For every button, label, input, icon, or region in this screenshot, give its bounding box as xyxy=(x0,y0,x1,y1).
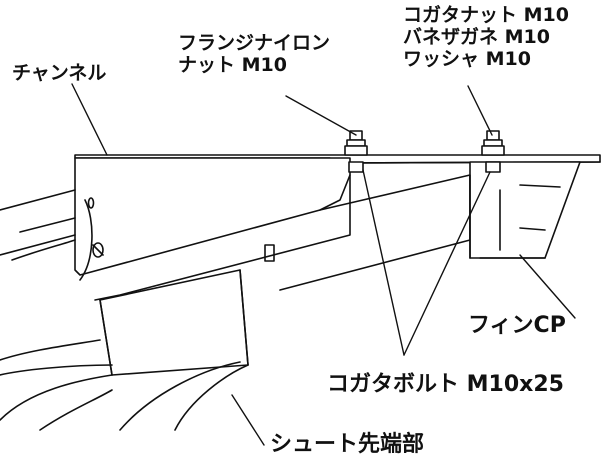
chute-tip-part xyxy=(0,269,249,431)
leader-bolt-2 xyxy=(403,171,491,356)
label-bolt: コガタボルト M10x25 xyxy=(327,372,564,397)
fin-cp-part xyxy=(469,161,581,259)
channel-part xyxy=(74,157,471,301)
leader-bolt-1 xyxy=(362,169,405,356)
label-small-parts: コガタナット M10 バネザガネ M10 ワッシャ M10 xyxy=(403,4,569,70)
leader-small-parts xyxy=(467,85,493,136)
leader-chute-tip xyxy=(231,394,265,446)
leader-lines xyxy=(71,83,576,446)
leader-fin-cp xyxy=(519,254,576,319)
nut-stack-right xyxy=(481,130,505,173)
leader-channel xyxy=(71,83,108,156)
label-flange-nut: フランジナイロン ナット M10 xyxy=(178,32,331,76)
arm-part xyxy=(0,189,76,261)
nut-stack-left xyxy=(344,130,368,173)
label-fin-cp: フィンCP xyxy=(468,313,566,338)
label-chute-tip: シュート先端部 xyxy=(270,432,425,457)
leader-flange-nut xyxy=(285,95,357,136)
label-channel: チャンネル xyxy=(12,62,107,84)
